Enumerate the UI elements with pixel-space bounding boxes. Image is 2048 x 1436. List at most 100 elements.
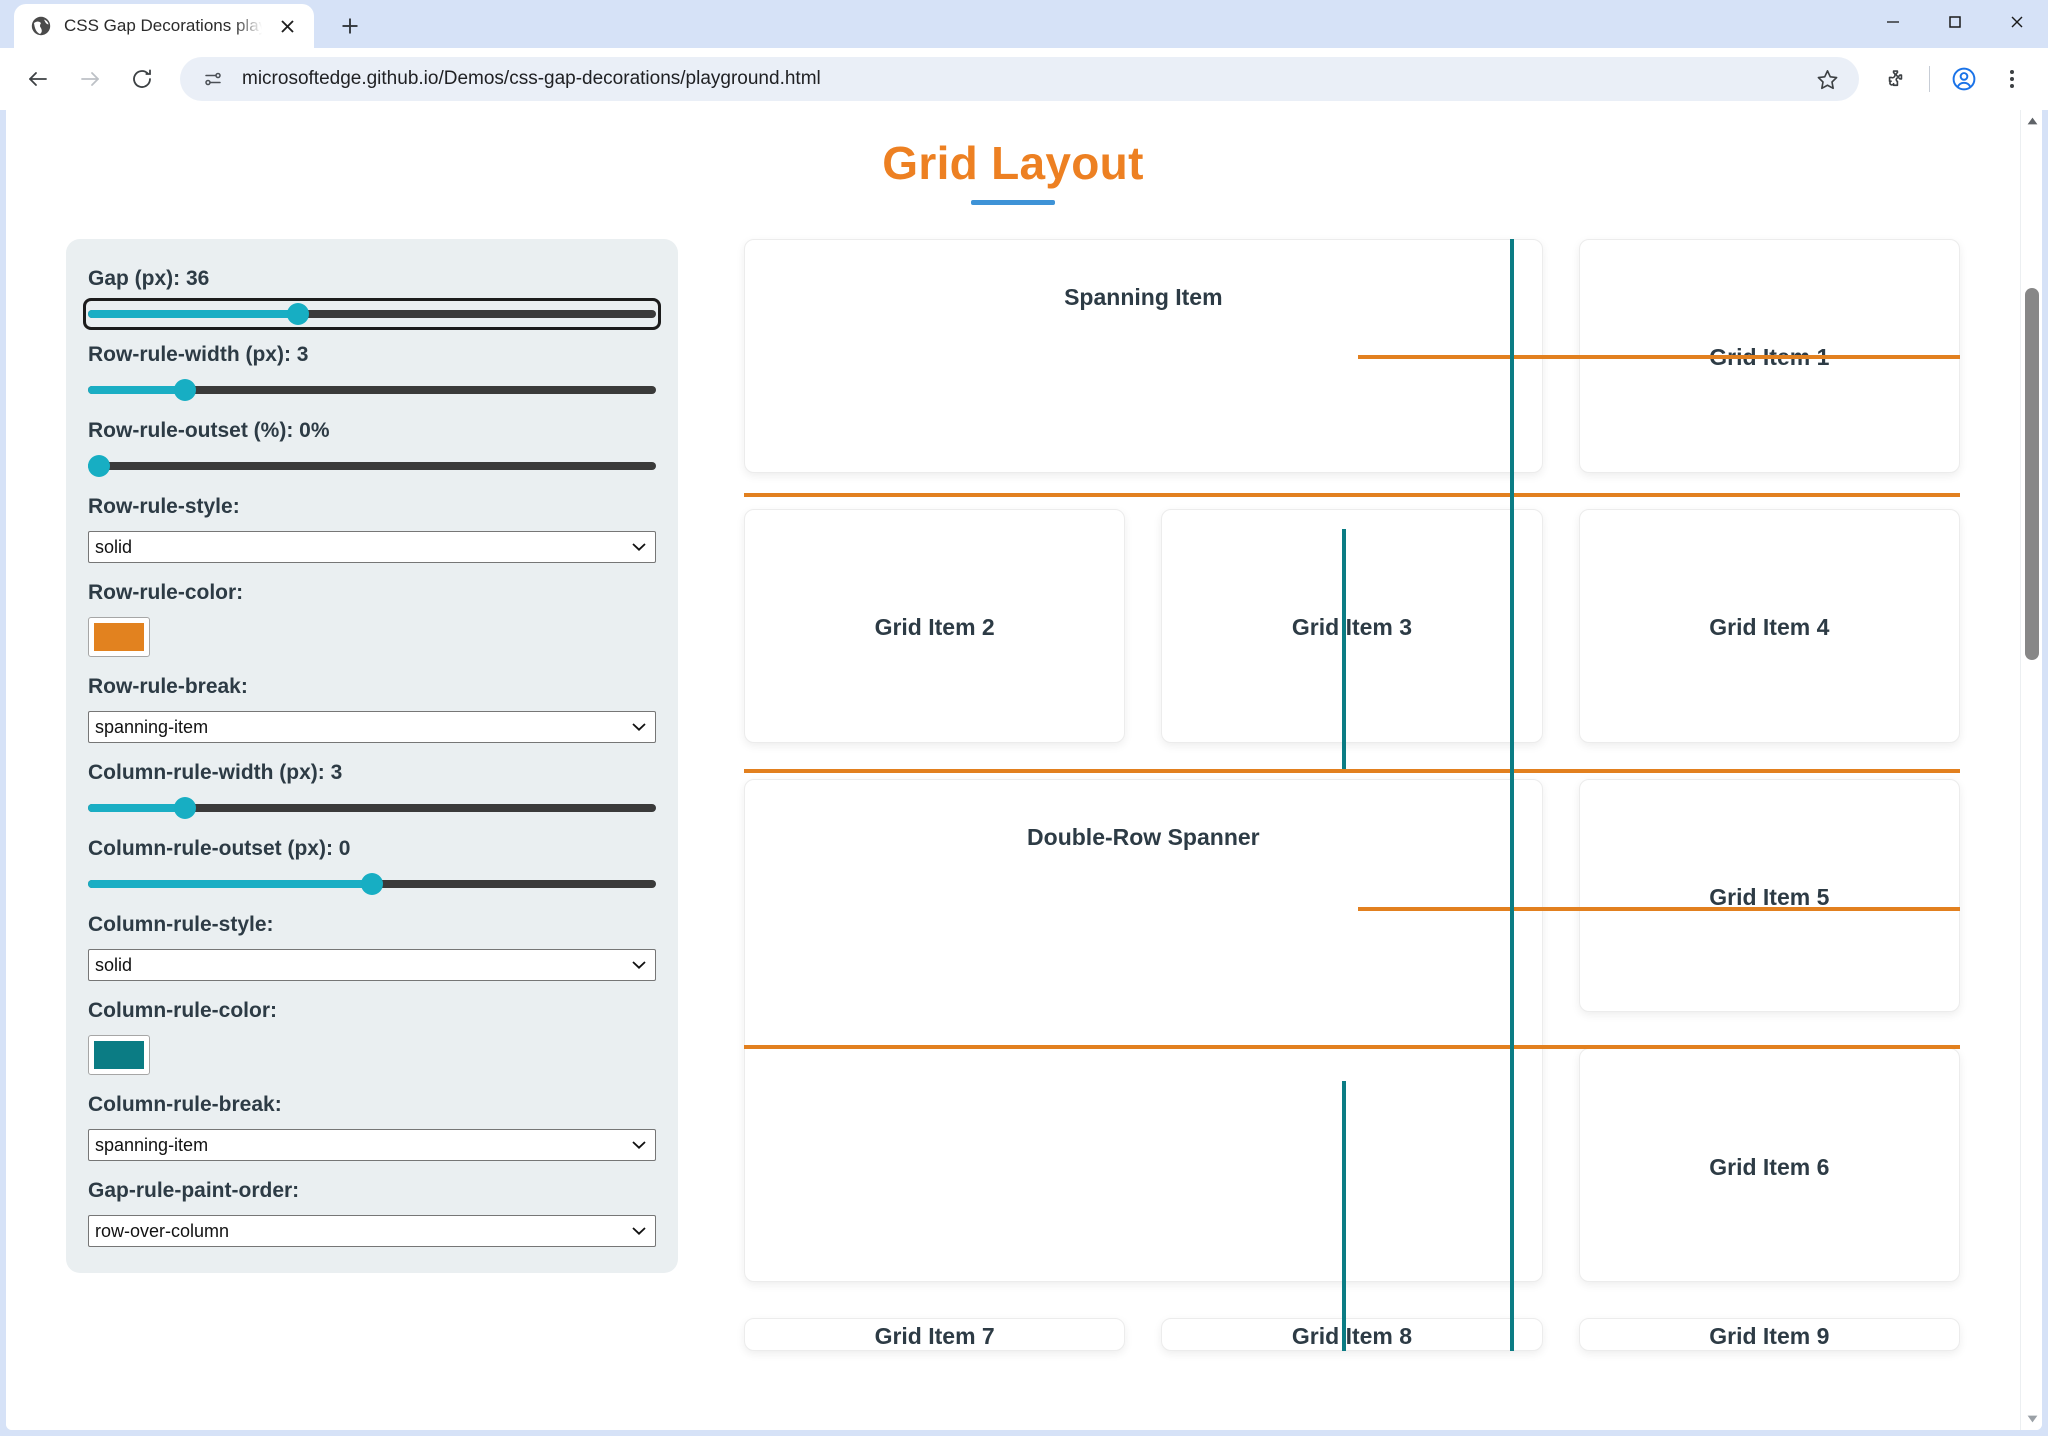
star-icon[interactable]	[1805, 57, 1849, 101]
grid-item-label: Spanning Item	[1064, 284, 1223, 310]
scroll-up-arrow-icon[interactable]	[2021, 110, 2042, 132]
address-bar[interactable]: microsoftedge.github.io/Demos/css-gap-de…	[180, 57, 1859, 101]
control-group: Gap-rule-paint-order:row-over-column	[88, 1179, 656, 1247]
browser-titlebar: CSS Gap Decorations playground	[0, 0, 2048, 48]
control-group: Column-rule-style: solid	[88, 913, 656, 981]
control-slider[interactable]	[88, 379, 656, 401]
web-page: Grid Layout Gap (px): 36 Row-rule-width (…	[6, 110, 2020, 1430]
grid-container: Spanning Item Grid Item 1 Grid Item 2 Grid …	[744, 239, 1960, 1351]
grid-item: Grid Item 9	[1578, 1318, 1960, 1351]
grid-item: Grid Item 7	[744, 1318, 1126, 1351]
control-group: Row-rule-color:	[88, 581, 656, 657]
address-bar-url: microsoftedge.github.io/Demos/css-gap-de…	[242, 68, 821, 89]
control-label: Column-rule-color:	[88, 999, 277, 1022]
control-label: Column-rule-style:	[88, 913, 274, 936]
control-select[interactable]: spanning-item	[88, 711, 656, 743]
browser-tab[interactable]: CSS Gap Decorations playground	[14, 4, 314, 48]
slider-fill	[88, 804, 185, 812]
scroll-down-arrow-icon[interactable]	[2021, 1408, 2042, 1430]
color-picker-swatch[interactable]	[88, 1035, 150, 1075]
forward-arrow-icon[interactable]	[66, 55, 114, 103]
slider-fill	[88, 310, 299, 318]
control-group: Column-rule-color:	[88, 999, 656, 1075]
control-select[interactable]: solid	[88, 949, 656, 981]
control-slider[interactable]	[88, 797, 656, 819]
control-select-wrapper: spanning-item	[88, 1129, 656, 1161]
close-icon[interactable]	[1986, 0, 2048, 44]
control-select[interactable]: spanning-item	[88, 1129, 656, 1161]
grid-item-label: Grid Item 7	[874, 1323, 995, 1349]
control-select-wrapper: solid	[88, 949, 656, 981]
three-dot-menu-icon[interactable]	[1990, 57, 2034, 101]
page-title: Grid Layout	[882, 137, 1144, 189]
globe-icon	[30, 15, 52, 37]
reload-icon[interactable]	[118, 55, 166, 103]
tab-title: CSS Gap Decorations playground	[64, 16, 262, 35]
grid-item: Grid Item 1	[1578, 239, 1960, 473]
slider-track	[88, 386, 656, 394]
tab-close-icon[interactable]	[274, 13, 300, 39]
control-label: Row-rule-color:	[88, 581, 244, 604]
slider-track	[88, 462, 656, 470]
control-slider[interactable]	[83, 298, 661, 330]
control-label: Row-rule-width (px): 3	[88, 343, 309, 366]
control-select[interactable]: row-over-column	[88, 1215, 656, 1247]
back-arrow-icon[interactable]	[14, 55, 62, 103]
grid-item: Spanning Item	[744, 239, 1543, 473]
profile-avatar-icon[interactable]	[1942, 57, 1986, 101]
grid-item-label: Grid Item 8	[1291, 1323, 1413, 1349]
grid-item: Double-Row Spanner	[744, 778, 1543, 1282]
grid-item-label: Grid Item 9	[1709, 1323, 1830, 1349]
grid-item-label: Grid Item 2	[874, 614, 995, 641]
control-group: Column-rule-outset (px): 0	[88, 837, 656, 895]
puzzle-piece-icon[interactable]	[1873, 57, 1917, 101]
page-viewport: Grid Layout Gap (px): 36 Row-rule-width (…	[6, 110, 2042, 1430]
grid-item-label: Grid Item 5	[1709, 883, 1830, 910]
site-settings-icon[interactable]	[198, 64, 228, 94]
slider-thumb[interactable]	[173, 379, 196, 401]
page-scrollbar[interactable]	[2020, 110, 2042, 1430]
slider-track	[88, 310, 656, 318]
control-select-wrapper: solid	[88, 531, 656, 563]
control-label: Column-rule-width (px): 3	[88, 761, 343, 784]
grid-item-label: Grid Item 4	[1709, 614, 1830, 641]
grid-item-label: Double-Row Spanner	[1027, 823, 1260, 850]
control-group: Column-rule-break: spanning-item	[88, 1093, 656, 1161]
browser-toolbar: microsoftedge.github.io/Demos/css-gap-de…	[0, 48, 2048, 110]
control-label: Gap (px): 36	[88, 267, 210, 290]
control-select-wrapper: spanning-item	[88, 711, 656, 743]
control-slider[interactable]	[88, 873, 656, 895]
control-label: Column-rule-break:	[88, 1093, 282, 1116]
window-controls	[1862, 0, 2048, 44]
control-group: Row-rule-break: spanning-item	[88, 675, 656, 743]
control-group: Column-rule-width (px): 3	[88, 761, 656, 819]
slider-thumb[interactable]	[88, 455, 111, 477]
new-tab-button[interactable]	[330, 6, 370, 46]
color-picker-swatch[interactable]	[88, 617, 150, 657]
slider-thumb[interactable]	[173, 797, 196, 819]
scrollbar-thumb[interactable]	[2025, 288, 2039, 660]
toolbar-divider	[1929, 66, 1930, 92]
grid-item: Grid Item 5	[1578, 778, 1960, 1013]
control-label: Column-rule-outset (px): 0	[88, 837, 351, 860]
control-select[interactable]: solid	[88, 531, 656, 563]
controls-panel: Gap (px): 36 Row-rule-width (px): 3 Row-ru…	[66, 239, 678, 1273]
grid-item: Grid Item 8	[1161, 1318, 1543, 1351]
slider-track	[88, 804, 656, 812]
grid-item: Grid Item 6	[1578, 1048, 1960, 1282]
maximize-icon[interactable]	[1924, 0, 1986, 44]
minimize-icon[interactable]	[1862, 0, 1924, 44]
control-label: Row-rule-style:	[88, 495, 240, 518]
control-slider[interactable]	[88, 455, 656, 477]
grid-item: Grid Item 3	[1161, 508, 1543, 743]
control-group: Gap (px): 36	[83, 267, 661, 330]
slider-thumb[interactable]	[361, 873, 383, 895]
control-group: Row-rule-outset (%): 0%	[88, 419, 656, 477]
control-group: Row-rule-width (px): 3	[88, 343, 656, 401]
control-label: Row-rule-break:	[88, 675, 248, 698]
slider-fill	[88, 386, 185, 394]
grid-item: Grid Item 2	[744, 508, 1126, 743]
slider-thumb[interactable]	[287, 303, 310, 325]
grid-item-label: Grid Item 3	[1291, 614, 1413, 641]
